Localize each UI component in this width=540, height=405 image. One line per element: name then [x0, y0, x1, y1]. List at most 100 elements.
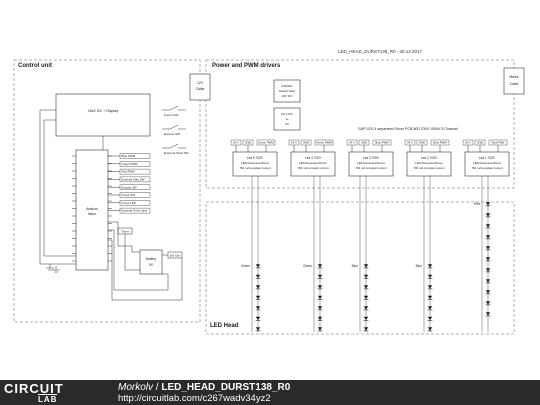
- driver-input-label: Blue PWM: [433, 141, 447, 145]
- circuit-title[interactable]: LED_HEAD_DURST138_R0: [161, 382, 291, 393]
- pin-label-tag: [119, 153, 151, 159]
- circuit-url[interactable]: http://circuitlab.com/c267wadv34yz2: [118, 393, 271, 404]
- driver-subtitle: LED Recessed Driver: [357, 161, 385, 165]
- pin-label-text: Blue PWM: [122, 154, 136, 158]
- led-diode: [427, 285, 433, 289]
- ground-symbols: [46, 264, 60, 273]
- switch-contact: [169, 143, 179, 149]
- switch-contact: [169, 124, 179, 130]
- driver-subtitle: LED Recessed Driver: [241, 161, 269, 165]
- driver-title: Led 4 700V: [305, 156, 322, 160]
- led-diode: [485, 246, 491, 250]
- led-diode: [427, 274, 433, 279]
- left-connector-label-2: Cable: [196, 87, 205, 91]
- led-diode: [485, 268, 491, 272]
- pin-label-tag: [119, 168, 151, 175]
- led-diode: [427, 306, 433, 310]
- dcdc-label-2: to: [286, 117, 289, 121]
- led-channel-label: Green: [303, 264, 312, 268]
- switch-label: External Start SW: [164, 151, 189, 155]
- driver-input-label: GND: [303, 141, 309, 145]
- led-diode: [317, 285, 323, 289]
- mains-connector: [503, 67, 525, 95]
- driver-title: Led 3 700V: [363, 156, 380, 160]
- driver-input-label: 24 V: [349, 141, 355, 145]
- driver-input-label: GND: [419, 141, 425, 145]
- driver-title: Led 5 700V: [247, 156, 264, 160]
- driver-board-title: SUP LED 4 separated Driver PCB 800-700V …: [358, 127, 458, 131]
- led-driver-block: [232, 151, 278, 177]
- led-diode: [255, 285, 261, 289]
- pin-label-text: Green PWM: [122, 162, 138, 166]
- led-diode: [485, 312, 491, 316]
- driver-current: 700 mA constant current: [413, 166, 445, 170]
- led-driver-block: [464, 151, 510, 177]
- switch-label: Focus SW: [164, 113, 178, 117]
- author-link[interactable]: Morkolv: [118, 382, 154, 393]
- driver-input-label: 24 V: [233, 141, 239, 145]
- pin-label-text: External Start SW: [122, 178, 145, 182]
- driver-input-label: GND: [361, 141, 367, 145]
- led-diode: [317, 264, 323, 268]
- footer-bar: CIRCUIT LAB Morkolv / LED_HEAD_DURST138_…: [0, 380, 540, 405]
- dcdc-label-3: 5V: [285, 122, 290, 126]
- led-diode: [485, 224, 491, 228]
- lcd-display-block: [55, 93, 151, 137]
- driver-subtitle: LED Recessed Driver: [299, 161, 327, 165]
- led-diode: [255, 264, 261, 268]
- led-diode: [427, 316, 433, 321]
- led-diode: [317, 327, 323, 331]
- led-diode: [485, 301, 491, 305]
- led-diode: [363, 274, 369, 279]
- arduino-nano-block: [75, 149, 109, 271]
- driver-title: Led 1 700V: [479, 156, 496, 160]
- psu-label-3: 24V DC: [282, 94, 294, 98]
- led-diode: [255, 327, 261, 331]
- driver-input-label: 24 V: [291, 141, 297, 145]
- pin-label-text: Focus SW: [122, 193, 136, 197]
- driver-subtitle: LED Recessed Driver: [415, 161, 443, 165]
- led-diode: [363, 306, 369, 310]
- dcdc-label-1: 24 V DC: [281, 112, 293, 116]
- led-diode: [363, 285, 369, 289]
- pin-label-tag: [119, 184, 151, 190]
- led-driver-block: [406, 151, 452, 177]
- led-channel-label: Red: [474, 202, 480, 206]
- led-diode: [427, 264, 433, 268]
- psu-block: [273, 79, 301, 103]
- led-diode: [363, 295, 369, 300]
- led-diode: [255, 306, 261, 310]
- driver-input-label: Green PWM: [258, 141, 274, 145]
- led-diode: [427, 295, 433, 300]
- arduino-label-1: Arduino: [86, 207, 98, 211]
- driver-current: 700 mA constant current: [297, 166, 329, 170]
- pin-label-text: Focus LED: [122, 201, 136, 205]
- led-diode: [317, 316, 323, 321]
- driver-title: Led 2 700V: [421, 156, 438, 160]
- pin-label-tag: [119, 176, 151, 183]
- led-diode: [427, 327, 433, 331]
- ext-out-tag-label: Ext Out: [170, 254, 180, 258]
- title-separator: /: [153, 382, 162, 393]
- lcd-display-label: 16x2 I2C + Display: [88, 109, 118, 113]
- led-diode: [317, 295, 323, 300]
- led-driver-block: [348, 151, 394, 177]
- switch-contact: [169, 105, 179, 111]
- section-title-led: LED Head: [210, 323, 239, 329]
- led-diode: [255, 316, 261, 321]
- led-diode: [363, 264, 369, 268]
- driver-subtitle: LED Recessed Driver: [473, 161, 501, 165]
- left-12v-connector: [189, 73, 211, 101]
- circuitlab-logo[interactable]: CIRCUIT LAB: [4, 381, 72, 404]
- timer-tag-label: Timer: [121, 230, 129, 234]
- section-title-power: Power and PWM drivers: [212, 63, 281, 69]
- battery-label-2: 9V: [149, 263, 154, 267]
- left-connector-label-1: 12V: [197, 81, 204, 85]
- mains-connector-label-1: Mains: [509, 75, 518, 79]
- led-diode: [485, 257, 491, 261]
- led-diode: [317, 274, 323, 279]
- pin-label-tag: [119, 207, 151, 214]
- led-channel-label: Blue: [416, 264, 423, 268]
- header-label: LED_HEAD_DURST138_R0 - 30.12.2017: [338, 49, 423, 54]
